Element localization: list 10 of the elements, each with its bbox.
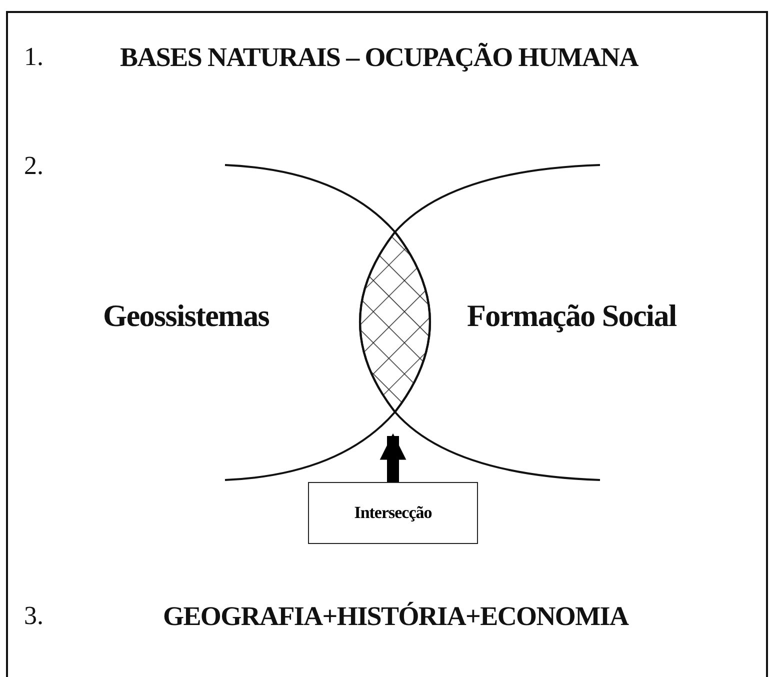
list-number: 2.: [24, 153, 44, 179]
heading: BASES NATURAIS – OCUPAÇÃO HUMANA: [120, 44, 638, 71]
arrow: [380, 433, 406, 482]
heading: GEOGRAFIA+HISTÓRIA+ECONOMIA: [163, 603, 628, 630]
hatched-intersection: [359, 231, 431, 413]
list-number: 1.: [24, 44, 44, 70]
list-number: 3.: [24, 603, 44, 629]
set-label: Formação Social: [467, 300, 676, 331]
label-box: Intersecção: [308, 482, 478, 544]
set-label: Geossistemas: [103, 300, 270, 331]
